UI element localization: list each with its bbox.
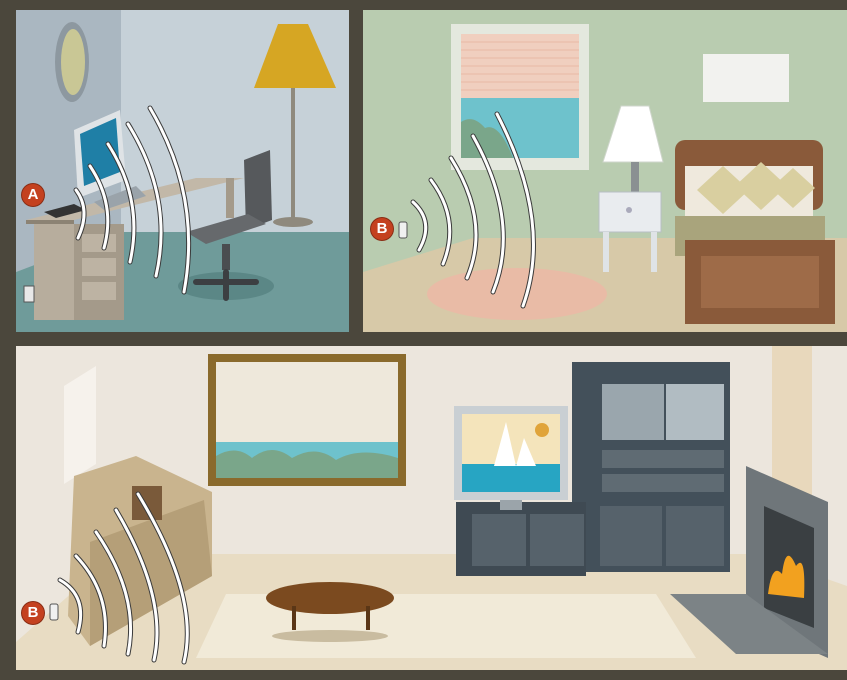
wall-panel xyxy=(64,366,96,484)
window-blinds-icon xyxy=(451,24,589,170)
rug-icon xyxy=(427,268,607,320)
extender-badge-b-living: B xyxy=(22,602,44,624)
wireless-extender-icon xyxy=(50,604,58,620)
tv-icon xyxy=(454,406,568,510)
bedroom-scene: B xyxy=(363,10,847,332)
router-badge-a: A xyxy=(22,184,44,206)
living-room-scene: B xyxy=(16,346,847,670)
wall-picture xyxy=(703,54,789,102)
extender-badge-b: B xyxy=(371,218,393,240)
framed-window-icon xyxy=(208,354,406,486)
bed-icon xyxy=(675,140,835,324)
wireless-extender-icon xyxy=(399,222,407,238)
wall-outlet-icon xyxy=(24,286,34,302)
wall-mirror-icon xyxy=(55,22,89,102)
office-scene: A xyxy=(16,10,349,332)
